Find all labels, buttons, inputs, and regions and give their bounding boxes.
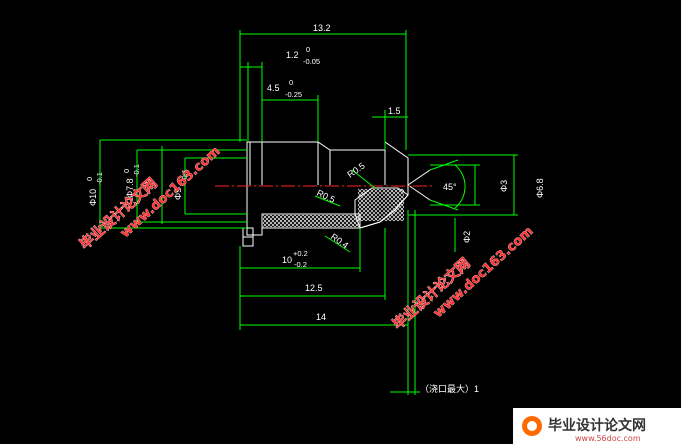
dim-step-1-tol-upper: 0 (306, 45, 310, 54)
dim-diameter-7-8: Φ7.8 (125, 178, 135, 198)
dim-length-14: 14 (316, 312, 326, 322)
brand-url: www.56doc.com (575, 434, 641, 443)
dim-gate-note: （浇口最大）1 (420, 383, 479, 394)
dimension-lines (99, 30, 518, 395)
part-outline (242, 141, 431, 247)
dim-bore-length-tol-lower: -0.2 (294, 260, 307, 269)
dim-radius-3: R0.4 (329, 231, 350, 250)
dim-chamfer-angle: 45° (443, 182, 457, 192)
brand-corner: 毕业设计论文网 www.56doc.com (513, 408, 681, 444)
dim-flange: 1.5 (388, 106, 401, 116)
dim-diameter-9: Φ9 (173, 188, 183, 200)
brand-title: 毕业设计论文网 (548, 417, 646, 434)
dim-step-2-tol-lower: -0.25 (285, 90, 302, 99)
dim-diameter-6-8: Φ6.8 (535, 178, 545, 198)
dim-step-2: 4.5 (267, 83, 280, 93)
dim-bore-length-tol-upper: +0.2 (293, 249, 308, 258)
dim-step-1: 1.2 (286, 50, 299, 60)
dim-radius-2: R0.5 (315, 188, 336, 205)
dim-diameter-9-tol-lower: -0.1 (180, 169, 189, 182)
dim-outer-diameter-tol-lower: -0.1 (95, 172, 104, 185)
angle-arc (454, 164, 466, 209)
section-hatch (261, 187, 409, 229)
dim-outer-diameter-tol-upper: 0 (85, 177, 94, 181)
dim-diameter-3: Φ3 (499, 180, 509, 192)
dim-bore-length: 10 (282, 255, 292, 265)
dim-diameter-7-8-tol-upper: 0 (122, 169, 131, 173)
dim-step-2-tol-upper: 0 (289, 78, 293, 87)
dim-radius-1: R0.5 (345, 161, 366, 180)
dim-overall-length: 13.2 (313, 23, 331, 33)
dim-step-1-tol-lower: -0.05 (303, 57, 320, 66)
dim-diameter-7-8-tol-lower: -0.1 (132, 164, 141, 177)
dim-outer-diameter: Φ10 (88, 189, 98, 206)
dim-length-12-5: 12.5 (305, 283, 323, 293)
dim-diameter-2: Φ2 (462, 231, 472, 243)
